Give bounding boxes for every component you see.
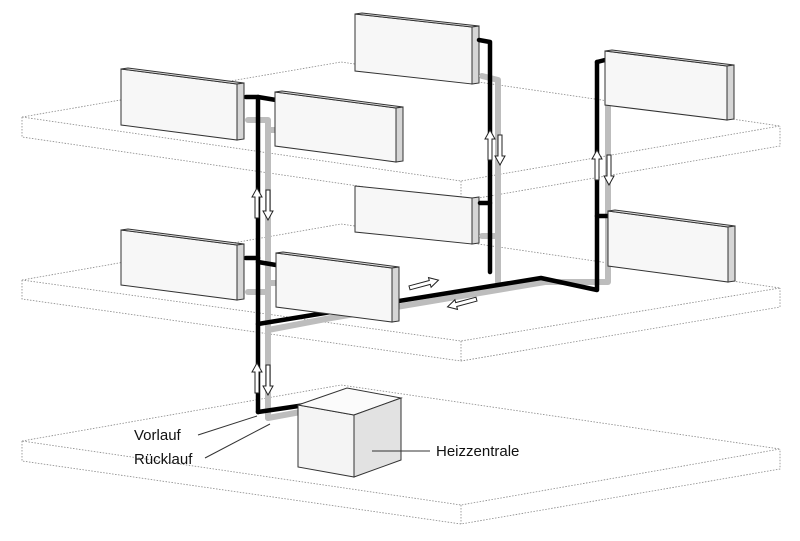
return-arrow-down-icon [262, 364, 274, 396]
ruecklauf-label: Rücklauf [134, 451, 193, 468]
floor-slab-top [21, 61, 781, 202]
radiator-middle-center [275, 251, 400, 323]
radiator-top-back [354, 12, 480, 85]
floor-slab-bottom [21, 384, 781, 525]
supply-arrow-up-icon [251, 187, 263, 219]
radiator-middle-back [354, 185, 480, 245]
vorlauf-leader-line [197, 415, 258, 436]
radiator-top-left [120, 67, 245, 141]
supply-arrow-up-icon [484, 129, 496, 161]
supply-arrow-up-icon [591, 149, 603, 181]
supply-arrow-right-icon [407, 274, 441, 294]
radiator-top-right-wing [274, 90, 404, 163]
radiator-middle-far-right [607, 209, 736, 283]
boiler-unit [296, 387, 403, 478]
ruecklauf-leader-line [204, 423, 271, 459]
radiator-top-far-right [604, 49, 735, 121]
leader-lines [197, 415, 430, 459]
radiator-middle-left [120, 228, 245, 301]
vorlauf-label: Vorlauf [134, 427, 182, 444]
heizzentrale-label: Heizzentrale [436, 443, 519, 460]
floor-slab-middle [21, 223, 781, 362]
supply-pipes [243, 37, 611, 415]
supply-arrow-up-icon [251, 362, 263, 394]
return-arrow-down-icon [262, 189, 274, 221]
